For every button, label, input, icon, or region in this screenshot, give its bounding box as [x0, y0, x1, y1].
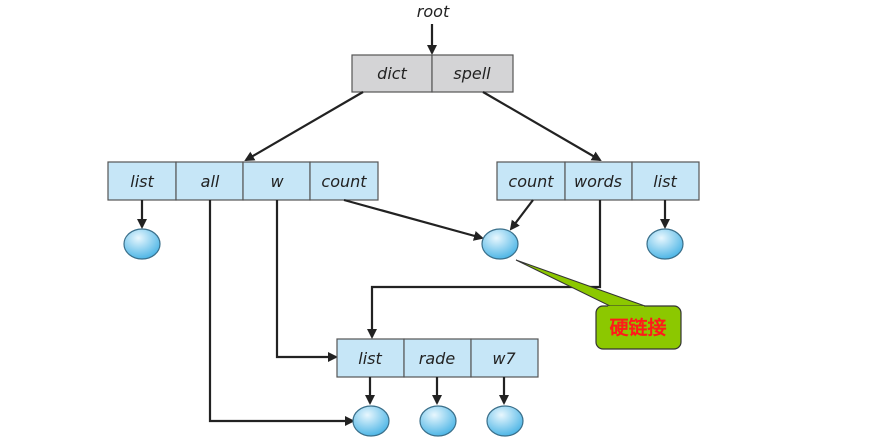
file-node-count-shared[interactable] [481, 228, 519, 260]
file-node-w7[interactable] [486, 405, 524, 437]
entry-label: list [358, 349, 382, 368]
edge-dict-count [343, 198, 484, 241]
edge-spell [482, 91, 602, 162]
w-directory: list rade w7 [336, 338, 539, 378]
entry-label: spell [453, 64, 491, 83]
spell-directory: count words list [496, 161, 700, 201]
callout-pointer [515, 259, 646, 307]
entry-label: words [574, 172, 622, 191]
dir-entry-count[interactable] [309, 161, 379, 201]
edge-dict-w [275, 200, 338, 362]
dir-entry-list[interactable] [631, 161, 700, 201]
edge-spell-count [509, 199, 534, 231]
file-node-w-list[interactable] [352, 405, 390, 437]
dir-entry-list[interactable] [336, 338, 405, 378]
entry-label: dict [377, 64, 407, 83]
dict-directory: list all w count [107, 161, 379, 201]
entry-label: list [653, 172, 677, 191]
entry-label: w7 [492, 349, 516, 368]
edge-dict-all [208, 200, 355, 426]
dir-entry-spell[interactable] [431, 54, 514, 93]
callout-label: 硬链接 [609, 316, 666, 339]
entry-label: all [201, 172, 220, 191]
root-directory: dict spell [351, 54, 514, 93]
entry-label: rade [419, 349, 456, 368]
edge-dict [244, 91, 364, 162]
file-node-spell-list[interactable] [646, 228, 684, 260]
entry-label: count [321, 172, 367, 191]
file-node-rade[interactable] [419, 405, 457, 437]
entry-label: w [270, 172, 284, 191]
hard-link-callout: 硬链接 [515, 259, 682, 350]
entry-label: count [508, 172, 554, 191]
entry-label: list [130, 172, 154, 191]
file-node-dict-list[interactable] [123, 228, 161, 260]
dir-entry-w7[interactable] [470, 338, 539, 378]
edge-spell-words [367, 200, 602, 339]
root-label: root [417, 2, 450, 21]
